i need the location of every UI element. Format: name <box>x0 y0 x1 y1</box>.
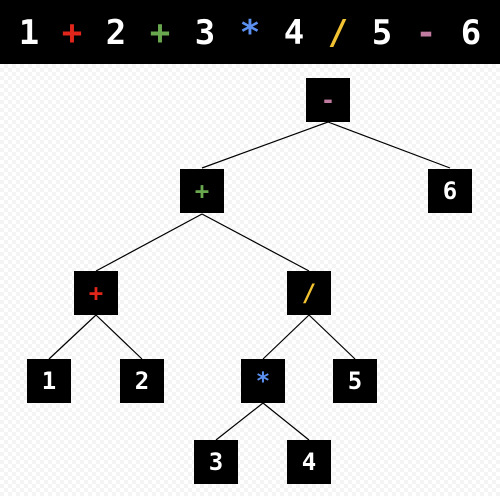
edge <box>201 121 329 169</box>
tree-leaf-1: 1 <box>27 359 71 403</box>
expr-token-6: 6 <box>460 13 482 53</box>
expr-token-divide: / <box>327 13 349 53</box>
edge <box>95 213 203 272</box>
tree-node-multiply: * <box>241 359 285 403</box>
expr-token-plus: + <box>61 13 83 53</box>
tree-leaf-3: 3 <box>194 440 238 484</box>
tree-node-plus-red: + <box>74 271 118 315</box>
tree-node-divide: / <box>287 271 331 315</box>
tree-leaf-5: 5 <box>333 359 377 403</box>
expr-token-plus: + <box>149 13 171 53</box>
tree-leaf-4: 4 <box>287 440 331 484</box>
expr-token-multiply: * <box>239 13 261 53</box>
expr-token-4: 4 <box>283 13 305 53</box>
expr-token-minus: - <box>415 13 437 53</box>
edge <box>327 121 451 169</box>
tree-leaf-6: 6 <box>428 169 472 213</box>
edge <box>48 314 97 360</box>
edge <box>262 402 310 441</box>
edge <box>262 314 310 360</box>
expression-bar: 1 + 2 + 3 * 4 / 5 - 6 <box>0 0 500 64</box>
edge <box>215 402 264 441</box>
edge <box>308 314 356 360</box>
expr-token-1: 1 <box>18 13 40 53</box>
edge <box>201 213 310 272</box>
expr-token-5: 5 <box>371 13 393 53</box>
tree-node-plus-green: + <box>180 169 224 213</box>
expr-token-3: 3 <box>194 13 216 53</box>
tree-leaf-2: 2 <box>120 359 164 403</box>
edge <box>95 314 143 360</box>
tree-node-minus: - <box>306 78 350 122</box>
expr-token-2: 2 <box>105 13 127 53</box>
